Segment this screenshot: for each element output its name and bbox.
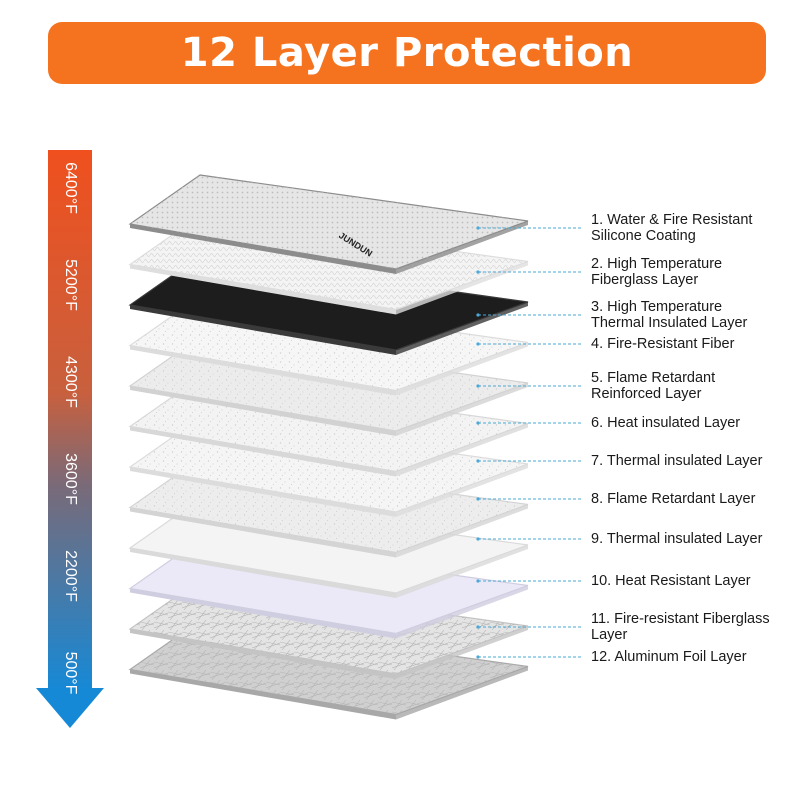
layer-label: 4. Fire-Resistant Fiber xyxy=(591,336,735,352)
layer-label: 10. Heat Resistant Layer xyxy=(591,573,751,589)
temperature-label: 4300°F xyxy=(62,356,79,408)
title-banner: 12 Layer Protection xyxy=(48,22,766,84)
layer-label: 7. Thermal insulated Layer xyxy=(591,453,763,469)
layer-sheet xyxy=(128,174,529,274)
temperature-label: 3600°F xyxy=(62,453,79,505)
layer-label: 12. Aluminum Foil Layer xyxy=(591,649,747,665)
temperature-arrow-head xyxy=(36,688,104,728)
page-title: 12 Layer Protection xyxy=(180,30,634,76)
temperature-label: 6400°F xyxy=(62,162,79,214)
layer-label: 9. Thermal insulated Layer xyxy=(591,531,763,547)
temperature-label: 2200°F xyxy=(62,550,79,602)
layer-label: 8. Flame Retardant Layer xyxy=(591,491,756,507)
temperature-label: 500°F xyxy=(62,652,79,695)
temperature-label: 5200°F xyxy=(62,259,79,311)
temperature-arrow xyxy=(36,150,104,728)
temperature-arrow-shaft xyxy=(48,150,92,690)
layer-label: 6. Heat insulated Layer xyxy=(591,415,740,431)
